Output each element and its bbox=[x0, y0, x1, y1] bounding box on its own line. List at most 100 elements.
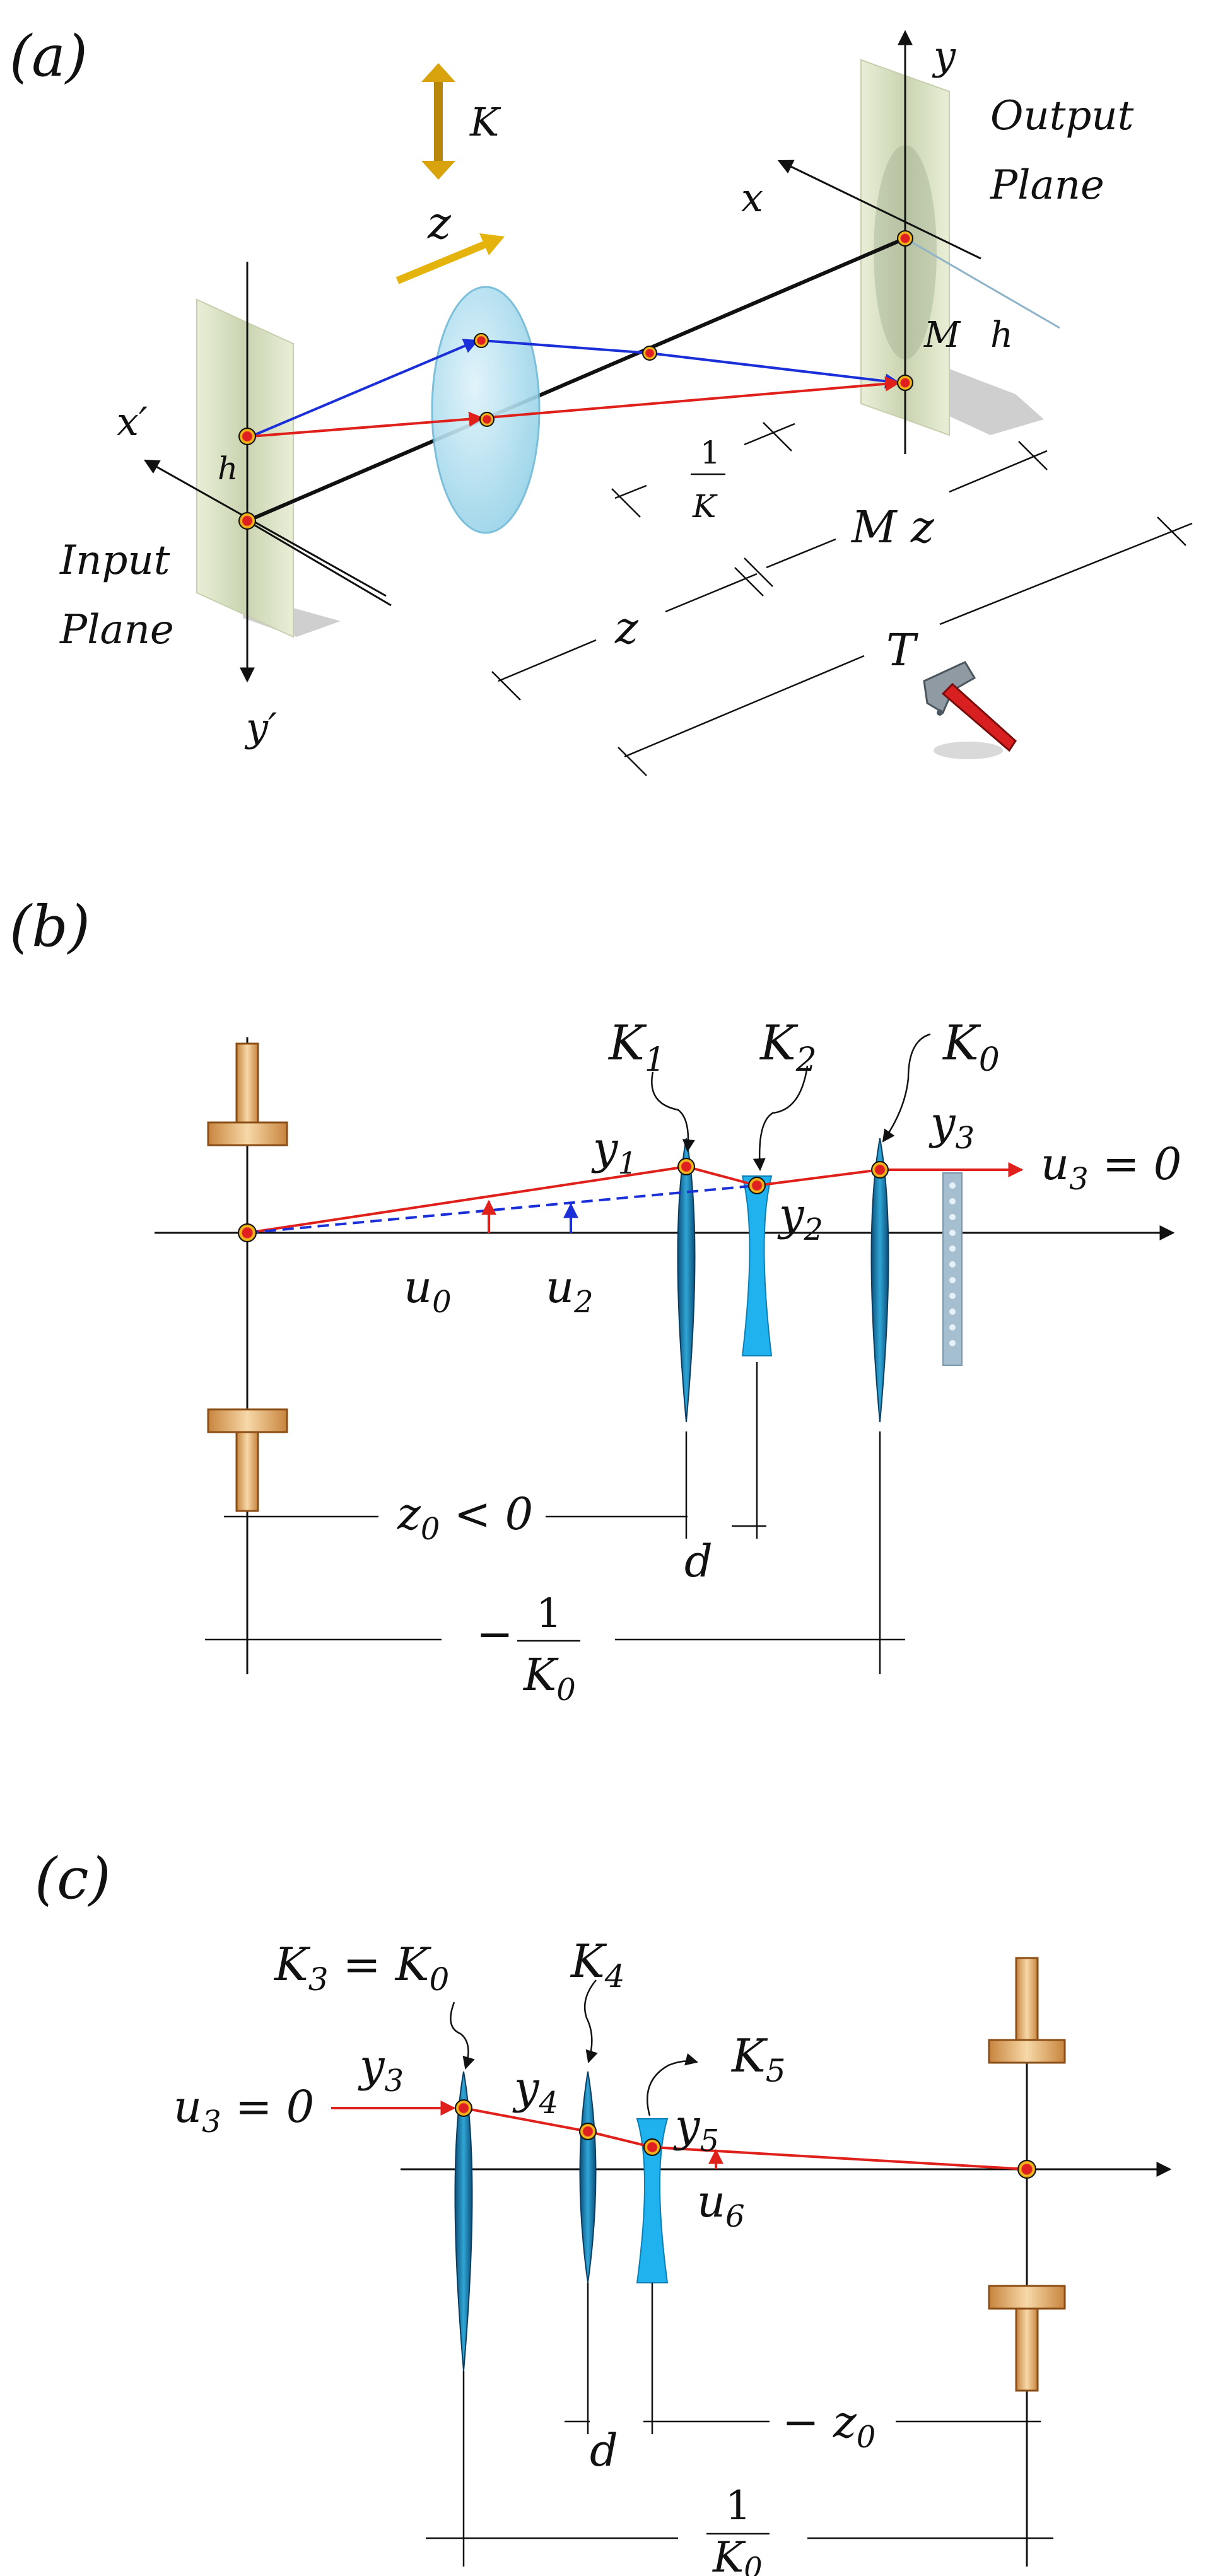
red-ray-2 bbox=[488, 376, 901, 419]
aperture-stop-c bbox=[988, 1957, 1066, 2392]
sensor-b bbox=[942, 1172, 963, 1366]
sensor-dots bbox=[949, 1182, 956, 1346]
blue-dashed-ray-b bbox=[247, 1184, 758, 1234]
k3-point bbox=[455, 2099, 472, 2117]
output-point-center bbox=[897, 230, 913, 247]
k3-pointer bbox=[450, 2002, 475, 2070]
panel-c: (c) K bbox=[35, 1846, 1172, 2576]
u3-label-c: u3 = 0 bbox=[173, 2081, 314, 2140]
z-dimension-label: z bbox=[614, 602, 639, 654]
k4-point bbox=[579, 2123, 597, 2140]
output-plane-label-2: Plane bbox=[990, 162, 1104, 209]
dimension-lines-c bbox=[426, 2420, 1053, 2539]
k5-label: K5 bbox=[730, 2029, 786, 2089]
y2-label: y2 bbox=[777, 1189, 823, 1247]
y1-label: y1 bbox=[591, 1122, 637, 1181]
image-point-c bbox=[1017, 2160, 1036, 2179]
mz-label: M z bbox=[850, 501, 935, 553]
blue-ray-2 bbox=[482, 339, 650, 354]
u2-label: u2 bbox=[546, 1261, 594, 1320]
k-double-arrow-icon bbox=[421, 63, 455, 180]
output-plane-shadow bbox=[949, 369, 1044, 435]
minus-sign-b: − bbox=[476, 1608, 513, 1660]
k2-pointer bbox=[752, 1065, 809, 1171]
input-plane-label-2: Plane bbox=[59, 607, 174, 653]
k5-pointer bbox=[647, 2053, 698, 2116]
input-plane-label-1: Input bbox=[59, 537, 170, 584]
k1-pointer bbox=[651, 1071, 695, 1152]
input-x-prime-axis bbox=[143, 459, 387, 597]
input-plane bbox=[196, 298, 294, 638]
k-label: K bbox=[469, 99, 501, 145]
t-label: T bbox=[886, 624, 918, 676]
u0-label: u0 bbox=[404, 1261, 452, 1320]
y3-label-b: y3 bbox=[928, 1097, 975, 1156]
h-left-label: h bbox=[218, 450, 238, 487]
k5-point bbox=[643, 2138, 661, 2156]
lens-k1 bbox=[677, 1138, 696, 1423]
y-prime-label: y′ bbox=[244, 704, 277, 750]
one-over-k0-num-c: 1 bbox=[725, 2483, 751, 2529]
d-label-c: d bbox=[590, 2425, 618, 2476]
lens-k5 bbox=[636, 2118, 669, 2283]
output-point-mh bbox=[897, 375, 913, 391]
aperture-stop-b bbox=[207, 1042, 288, 1512]
m-label: M bbox=[923, 315, 961, 356]
y4-label: y4 bbox=[512, 2062, 558, 2121]
panel-a: (a) K z bbox=[9, 23, 1193, 776]
input-point-h bbox=[238, 428, 256, 445]
one-over-k0-den-c: K0 bbox=[712, 2533, 763, 2576]
output-plane-label-1: Output bbox=[990, 93, 1134, 139]
input-point-center bbox=[238, 512, 256, 530]
x-prime-label: x′ bbox=[117, 399, 148, 445]
k0-point bbox=[871, 1161, 889, 1179]
red-ray-b-1 bbox=[247, 1165, 687, 1234]
hammer-icon bbox=[923, 661, 1017, 759]
lens-point-blue bbox=[474, 333, 489, 348]
lens-k0-b bbox=[870, 1138, 889, 1423]
x-axis-label: x bbox=[741, 175, 763, 221]
dimension-lines-a bbox=[491, 422, 1193, 776]
optical-axis-extension bbox=[905, 237, 1060, 329]
d-label-b: d bbox=[684, 1536, 713, 1587]
z-label: z bbox=[427, 197, 452, 249]
ray-points-a bbox=[238, 230, 913, 530]
y3-label-c: y3 bbox=[358, 2040, 404, 2099]
u6-label: u6 bbox=[697, 2176, 745, 2234]
dimension-lines-b bbox=[205, 1362, 905, 1674]
lens-k4 bbox=[579, 2071, 597, 2283]
k0-label-b: K0 bbox=[942, 1015, 1000, 1079]
k3-label: K3 = K0 bbox=[273, 1938, 449, 1998]
y5-label: y5 bbox=[673, 2100, 719, 2159]
y-axis-label: y bbox=[932, 33, 956, 79]
output-x-axis bbox=[777, 160, 981, 260]
focal-point bbox=[642, 346, 657, 361]
object-point-b bbox=[238, 1223, 257, 1242]
optical-axis-left bbox=[247, 520, 392, 607]
lens-k2 bbox=[741, 1175, 773, 1356]
one-over-k0-den-b: K0 bbox=[522, 1649, 576, 1708]
red-ray-b-2 bbox=[686, 1165, 758, 1187]
panel-c-tag: (c) bbox=[35, 1846, 111, 1912]
lens-point-red bbox=[479, 412, 495, 427]
k0-pointer bbox=[882, 1033, 931, 1143]
red-ray-c-1 bbox=[463, 2107, 589, 2133]
optical-axis bbox=[246, 236, 906, 523]
lens-a bbox=[431, 286, 541, 534]
red-ray-b-3 bbox=[756, 1169, 881, 1187]
z-direction-arrow-icon bbox=[395, 233, 505, 284]
z0-label: z0 < 0 bbox=[397, 1488, 533, 1547]
h-right-label: h bbox=[990, 315, 1013, 356]
minus-z0-label: − z0 bbox=[782, 2396, 875, 2455]
one-over-k-numerator: 1 bbox=[700, 434, 720, 471]
blue-ray-1 bbox=[250, 339, 479, 438]
k4-label: K4 bbox=[570, 1935, 625, 1995]
one-over-k0-num-b: 1 bbox=[536, 1590, 562, 1637]
u3-label-b: u3 = 0 bbox=[1041, 1138, 1181, 1197]
blue-ray-3 bbox=[649, 352, 901, 389]
k2-label: K2 bbox=[759, 1015, 817, 1079]
k2-point bbox=[748, 1177, 766, 1194]
panel-a-tag: (a) bbox=[9, 23, 88, 90]
red-ray-c-2 bbox=[587, 2130, 653, 2148]
